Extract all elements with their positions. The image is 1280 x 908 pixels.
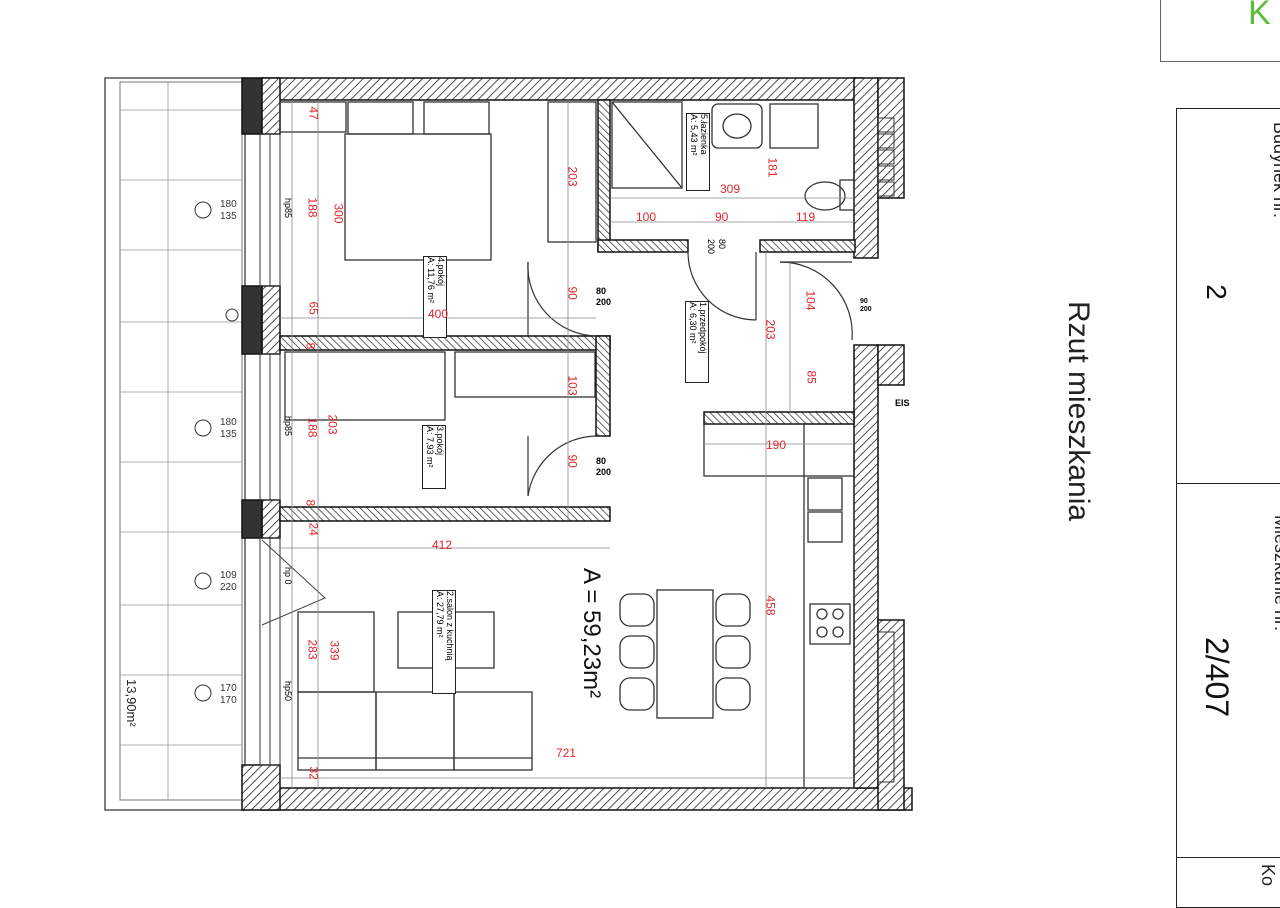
info-panel: Budynek nr: 2 Mieszkanie nr: 2/407 Ko: [1160, 0, 1280, 908]
dim-8a: 8: [303, 342, 318, 350]
dim-104: 104: [803, 290, 818, 311]
apartment-label: Mieszkanie nr:: [1271, 515, 1280, 632]
dim-181: 181: [765, 157, 780, 178]
dimension-lines: [280, 100, 854, 788]
balcony: [104, 77, 246, 811]
page-title: Rzut mieszkania: [1062, 301, 1095, 522]
dim-300: 300: [331, 203, 346, 224]
dim-203a: 203: [565, 166, 580, 187]
window-frames: [259, 133, 326, 766]
dim-90a: 90: [715, 210, 729, 224]
floor-plan: [104, 77, 913, 811]
apartment-value: 2/407: [1199, 636, 1235, 718]
dim-283: 283: [305, 639, 320, 660]
info-box: Budynek nr: 2 Mieszkanie nr: 2/407 Ko: [1176, 108, 1280, 908]
dim-190: 190: [766, 438, 787, 452]
dim-188a: 188: [305, 197, 320, 218]
dim-90c: 90: [565, 454, 580, 468]
apartment-cell: Mieszkanie nr: 2/407: [1177, 483, 1280, 858]
window-markers: [194, 201, 239, 702]
furniture: [279, 101, 855, 789]
logo: K: [1248, 0, 1271, 32]
building-cell: Budynek nr: 2: [1177, 109, 1280, 484]
dim-203b: 203: [763, 319, 778, 340]
window-2-sill: hp85: [283, 416, 293, 437]
vent-shafts: [877, 117, 895, 783]
next-label: Ko: [1258, 864, 1278, 887]
dim-400: 400: [428, 307, 449, 321]
dim-721: 721: [556, 746, 577, 760]
dim-188b: 188: [305, 417, 320, 438]
dim-103: 103: [565, 375, 580, 396]
eis-label: EIS: [895, 398, 910, 408]
dim-85: 85: [804, 370, 819, 384]
dim-47: 47: [306, 106, 321, 120]
dim-119: 119: [796, 210, 816, 224]
dim-458: 458: [763, 595, 778, 616]
dim-339: 339: [327, 640, 342, 661]
dim-24: 24: [306, 522, 321, 536]
dim-100: 100: [636, 210, 657, 224]
window-4-sill: hp50: [283, 681, 293, 702]
building-value: 2: [1201, 284, 1232, 300]
walls: [241, 77, 913, 811]
dim-412: 412: [432, 538, 453, 552]
panel-top-line: [1160, 0, 1161, 62]
balcony-area: 13,90m²: [124, 679, 139, 727]
dim-203c: 203: [325, 414, 340, 435]
window-3-sill: hp 0: [283, 567, 293, 585]
dim-309: 309: [720, 182, 741, 196]
dim-65: 65: [306, 301, 321, 315]
dim-32: 32: [306, 766, 321, 780]
door-swings: [527, 251, 853, 497]
total-area: A = 59,23m²: [578, 568, 605, 699]
dim-90b: 90: [565, 286, 580, 300]
building-label: Budynek nr:: [1270, 122, 1280, 219]
dim-8b: 8: [303, 499, 318, 507]
window-1-sill: hp85: [283, 198, 293, 219]
panel-top-rule: [1160, 61, 1280, 62]
